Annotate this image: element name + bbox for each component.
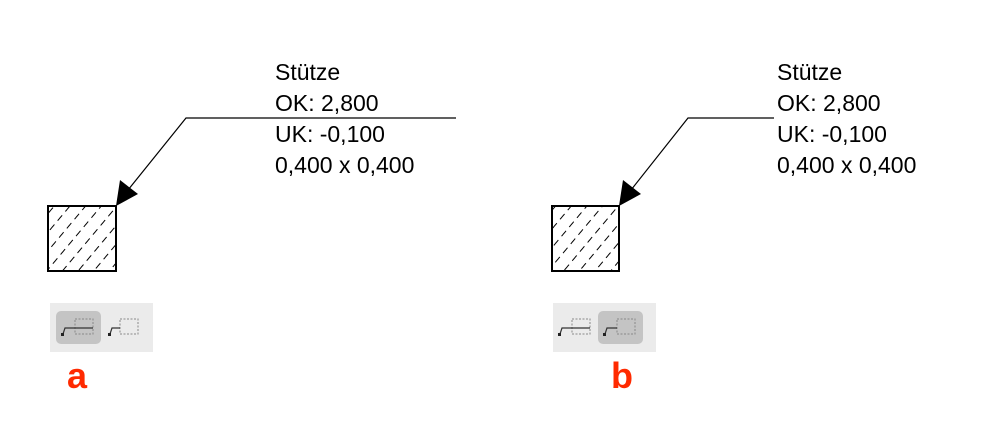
label-line: OK: 2,800	[275, 90, 379, 116]
leader-line-a	[127, 117, 456, 191]
leader-arrow-a	[116, 180, 138, 206]
column-label-b: Stütze OK: 2,800 UK: -0,100 0,400 x 0,40…	[777, 57, 916, 181]
leader-no-underline-button[interactable]	[598, 311, 643, 344]
label-line: 0,400 x 0,400	[275, 152, 415, 178]
leader-without-underline-icon	[108, 318, 139, 336]
leader-underline-button[interactable]	[56, 311, 101, 344]
column-symbol-a	[47, 205, 117, 272]
leader-style-toolbar-a	[50, 303, 153, 352]
label-line: OK: 2,800	[777, 90, 881, 116]
leader-without-underline-icon	[603, 318, 636, 336]
column-label-a: Stütze OK: 2,800 UK: -0,100 0,400 x 0,40…	[275, 57, 414, 181]
column-symbol-b	[551, 205, 620, 272]
leader-style-toolbar-b	[553, 303, 656, 352]
label-line: UK: -0,100	[777, 121, 887, 147]
label-line: Stütze	[275, 59, 341, 85]
leader-underline-button[interactable]	[553, 311, 598, 344]
panel-letter-b: b	[611, 355, 633, 396]
leader-line-b	[630, 117, 774, 191]
leader-with-underline-icon	[558, 318, 591, 336]
panel-letter-a: a	[67, 355, 88, 396]
leader-with-underline-icon	[61, 318, 94, 336]
label-line: 0,400 x 0,400	[777, 152, 917, 178]
label-line: UK: -0,100	[275, 121, 385, 147]
leader-arrow-b	[619, 180, 641, 206]
label-line: Stütze	[777, 59, 843, 85]
leader-no-underline-button[interactable]	[103, 311, 148, 344]
